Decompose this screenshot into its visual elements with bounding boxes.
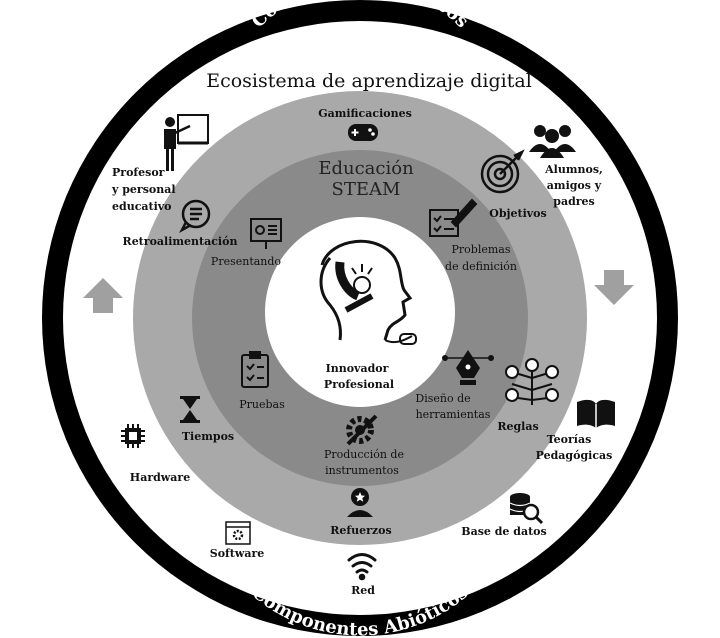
database-search-icon (509, 493, 544, 525)
gear-wrench-icon (346, 414, 378, 446)
profesor-line1: Profesor (112, 166, 165, 179)
people-group-icon (529, 125, 576, 158)
refuerzos-label: Refuerzos (330, 524, 391, 537)
software-window-icon (225, 521, 251, 545)
hourglass-icon (180, 396, 200, 423)
base-datos-label: Base de datos (461, 525, 546, 538)
presentando-label: Presentando (211, 255, 282, 268)
profesor-line3: educativo (112, 200, 172, 213)
reglas-label: Reglas (497, 420, 538, 433)
center-circle (265, 217, 455, 407)
red-label: Red (351, 584, 375, 597)
open-book-icon (577, 399, 615, 428)
hardware-label: Hardware (130, 471, 190, 484)
presentation-board-icon (250, 218, 282, 249)
teacher-board-icon (164, 114, 209, 171)
pen-tool-icon (442, 350, 494, 385)
tiempos-label: Tiempos (182, 430, 234, 443)
gamificaciones-label: Gamificaciones (318, 107, 412, 120)
alumnos-line1: Alumnos, (544, 163, 603, 176)
target-icon (480, 149, 525, 194)
gamepad-icon (348, 124, 378, 141)
clipboard-icon (241, 351, 269, 388)
diagram-title: Ecosistema de aprendizaje digital (206, 70, 532, 92)
retroalimentacion-label: Retroalimentación (123, 235, 238, 248)
teorias-line2: Pedagógicas (536, 449, 613, 462)
diseno-line2: herramientas (416, 408, 491, 421)
up-arrow-icon (83, 278, 123, 313)
award-person-icon (347, 488, 373, 517)
diseno-line1: Diseño de (415, 392, 470, 405)
steam-line1: Educación (318, 158, 414, 179)
teorias-line1: Teorías (547, 433, 592, 446)
software-label: Software (210, 547, 264, 560)
problemas-line2: de definición (445, 260, 517, 273)
checklist-pencil-icon (429, 198, 478, 237)
center-line1: Innovador (326, 362, 389, 375)
profesor-line2: y personal (111, 183, 176, 196)
center-line2: Profesional (324, 378, 394, 391)
produccion-line1: Producción de (324, 448, 404, 461)
pruebas-label: Pruebas (239, 398, 285, 411)
steam-line2: STEAM (332, 179, 401, 200)
problemas-line1: Problemas (452, 243, 511, 256)
down-arrow-icon (594, 270, 634, 305)
objetivos-label: Objetivos (489, 207, 546, 220)
innovator-head-icon (319, 239, 417, 345)
org-tree-icon (505, 358, 559, 405)
alumnos-line3: padres (553, 195, 595, 208)
alumnos-line2: amigos y (547, 179, 602, 192)
produccion-line2: instrumentos (325, 464, 399, 477)
chip-icon (121, 424, 145, 448)
wifi-icon (347, 553, 377, 581)
chat-bubble-icon (179, 199, 211, 234)
